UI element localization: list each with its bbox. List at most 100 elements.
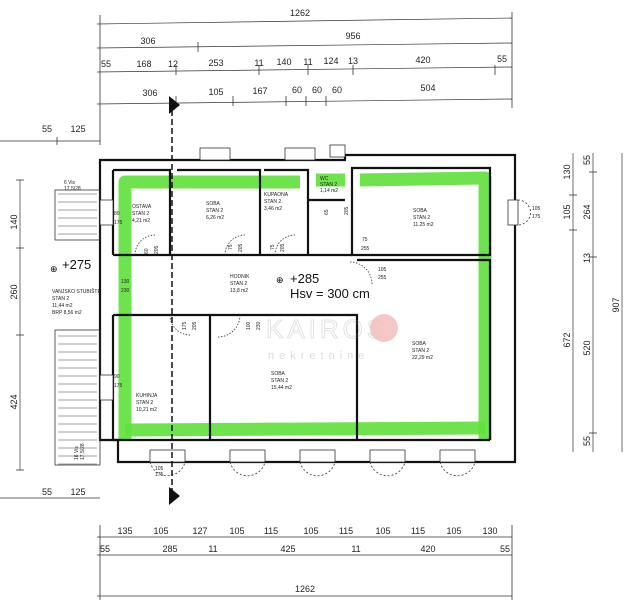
dim-label: 13 xyxy=(582,253,592,263)
svg-text:SOBA: SOBA xyxy=(413,208,428,214)
svg-text:13,8 m2: 13,8 m2 xyxy=(230,288,248,294)
svg-text:175: 175 xyxy=(532,214,541,220)
svg-text:15,44 m2: 15,44 m2 xyxy=(271,385,292,391)
dim-label: 55 xyxy=(101,59,111,69)
dim-label: 115 xyxy=(339,526,353,536)
svg-text:HODNIK: HODNIK xyxy=(230,274,250,280)
stairs-stan: STAN 2 xyxy=(52,296,69,302)
level-marker-icon: ⊕ xyxy=(276,275,284,285)
dim-label: 11 xyxy=(351,544,360,554)
dim-label: 140 xyxy=(276,57,291,67)
svg-text:STAN 2: STAN 2 xyxy=(132,211,149,217)
dim-label: 124 xyxy=(323,56,338,66)
dim-label: 520 xyxy=(582,340,592,355)
dim-label: 260 xyxy=(9,284,19,299)
svg-text:90: 90 xyxy=(114,374,120,380)
svg-text:60: 60 xyxy=(144,248,150,254)
svg-text:205: 205 xyxy=(238,243,244,252)
dim-label: 907 xyxy=(611,297,621,312)
dim-total-width: 1262 xyxy=(295,584,315,594)
left-dimensions: 140 260 424 55 125 xyxy=(0,179,100,499)
dim-label: 60 xyxy=(332,85,342,95)
svg-text:175: 175 xyxy=(182,321,188,330)
dim-label: 55 xyxy=(42,487,52,497)
dim-label: 253 xyxy=(208,58,223,68)
svg-text:4,21 m2: 4,21 m2 xyxy=(132,218,150,224)
svg-text:205: 205 xyxy=(280,243,286,252)
dim-label: 127 xyxy=(192,526,207,536)
svg-text:STAN 2: STAN 2 xyxy=(271,378,288,384)
svg-text:3,46 m2: 3,46 m2 xyxy=(264,206,282,212)
svg-text:WC: WC xyxy=(320,176,329,182)
stairs-brp: BRP 8,56 m2 xyxy=(52,310,82,316)
dim-label: 11 xyxy=(303,57,312,67)
svg-text:80: 80 xyxy=(114,211,120,217)
svg-text:KUPAONA: KUPAONA xyxy=(264,192,289,198)
top-dimensions: 1262 306 956 55 168 12 253 11 140 11 124… xyxy=(0,8,513,145)
dim-label: 105 xyxy=(208,87,223,97)
svg-text:STAN 2: STAN 2 xyxy=(412,348,429,354)
watermark-brand: KAIROS xyxy=(266,314,388,344)
svg-text:STAN 2: STAN 2 xyxy=(230,281,247,287)
dim-label: 60 xyxy=(292,85,302,95)
dim-label: 167 xyxy=(252,86,267,96)
svg-text:OSTAVA: OSTAVA xyxy=(132,204,152,210)
svg-text:SOBA: SOBA xyxy=(206,201,221,207)
svg-text:STAN 2: STAN 2 xyxy=(136,400,153,406)
svg-text:65: 65 xyxy=(324,209,330,215)
dim-label: 424 xyxy=(9,394,19,409)
level-marker-icon: ⊕ xyxy=(50,264,58,274)
dim-label: 55 xyxy=(42,124,52,134)
svg-text:230: 230 xyxy=(256,321,262,330)
svg-text:10,21 m2: 10,21 m2 xyxy=(136,407,157,413)
dim-label: 672 xyxy=(562,332,572,347)
svg-text:255: 255 xyxy=(378,275,387,281)
floor-level: +285 xyxy=(290,271,319,286)
svg-text:22,29 m2: 22,29 m2 xyxy=(412,355,433,361)
dim-label: 60 xyxy=(312,85,322,95)
watermark-sub: nekretnine xyxy=(268,350,369,362)
dim-label: 504 xyxy=(420,83,435,93)
dim-label: 130 xyxy=(482,526,497,536)
svg-text:STAN 2: STAN 2 xyxy=(320,182,337,188)
stairs-level: +275 xyxy=(62,257,91,272)
bottom-dimensions: 135 105 127 105 115 105 115 105 115 105 … xyxy=(97,525,513,600)
highlight-outline xyxy=(118,171,492,440)
dim-label: 105 xyxy=(153,526,168,536)
dim-label: 285 xyxy=(162,544,177,554)
dim-label: 115 xyxy=(264,526,278,536)
dim-label: 420 xyxy=(415,55,430,65)
svg-text:75: 75 xyxy=(228,244,234,250)
svg-text:230: 230 xyxy=(121,288,130,294)
stairs-top-dim: 17,5/28 xyxy=(64,186,81,192)
svg-text:105: 105 xyxy=(155,466,164,472)
stairs-area: 11,44 m2 xyxy=(52,303,73,309)
svg-text:STAN 2: STAN 2 xyxy=(264,199,281,205)
dim-label: 115 xyxy=(411,526,425,536)
dim-label: 420 xyxy=(420,544,435,554)
dim-label: 264 xyxy=(582,204,592,219)
stairs-name: VANJSKO STUBIŠTE xyxy=(52,288,101,295)
section-line xyxy=(169,96,180,505)
exterior-stairs: 6 Vis 17,5/28 16 Vis 17,5/28 +275 ⊕ VANJ… xyxy=(50,180,101,466)
dim-label: 168 xyxy=(136,59,151,69)
svg-text:175: 175 xyxy=(155,472,164,478)
svg-text:1,14 m2: 1,14 m2 xyxy=(320,188,338,194)
level-mark: ⊕ +285 Hsv = 300 cm xyxy=(276,271,370,301)
svg-text:175: 175 xyxy=(114,383,123,389)
walls xyxy=(98,153,517,464)
dim-label: 55 xyxy=(497,54,507,64)
svg-text:100: 100 xyxy=(246,321,252,330)
svg-text:255: 255 xyxy=(361,246,370,252)
dim-total-width: 1262 xyxy=(290,8,310,18)
